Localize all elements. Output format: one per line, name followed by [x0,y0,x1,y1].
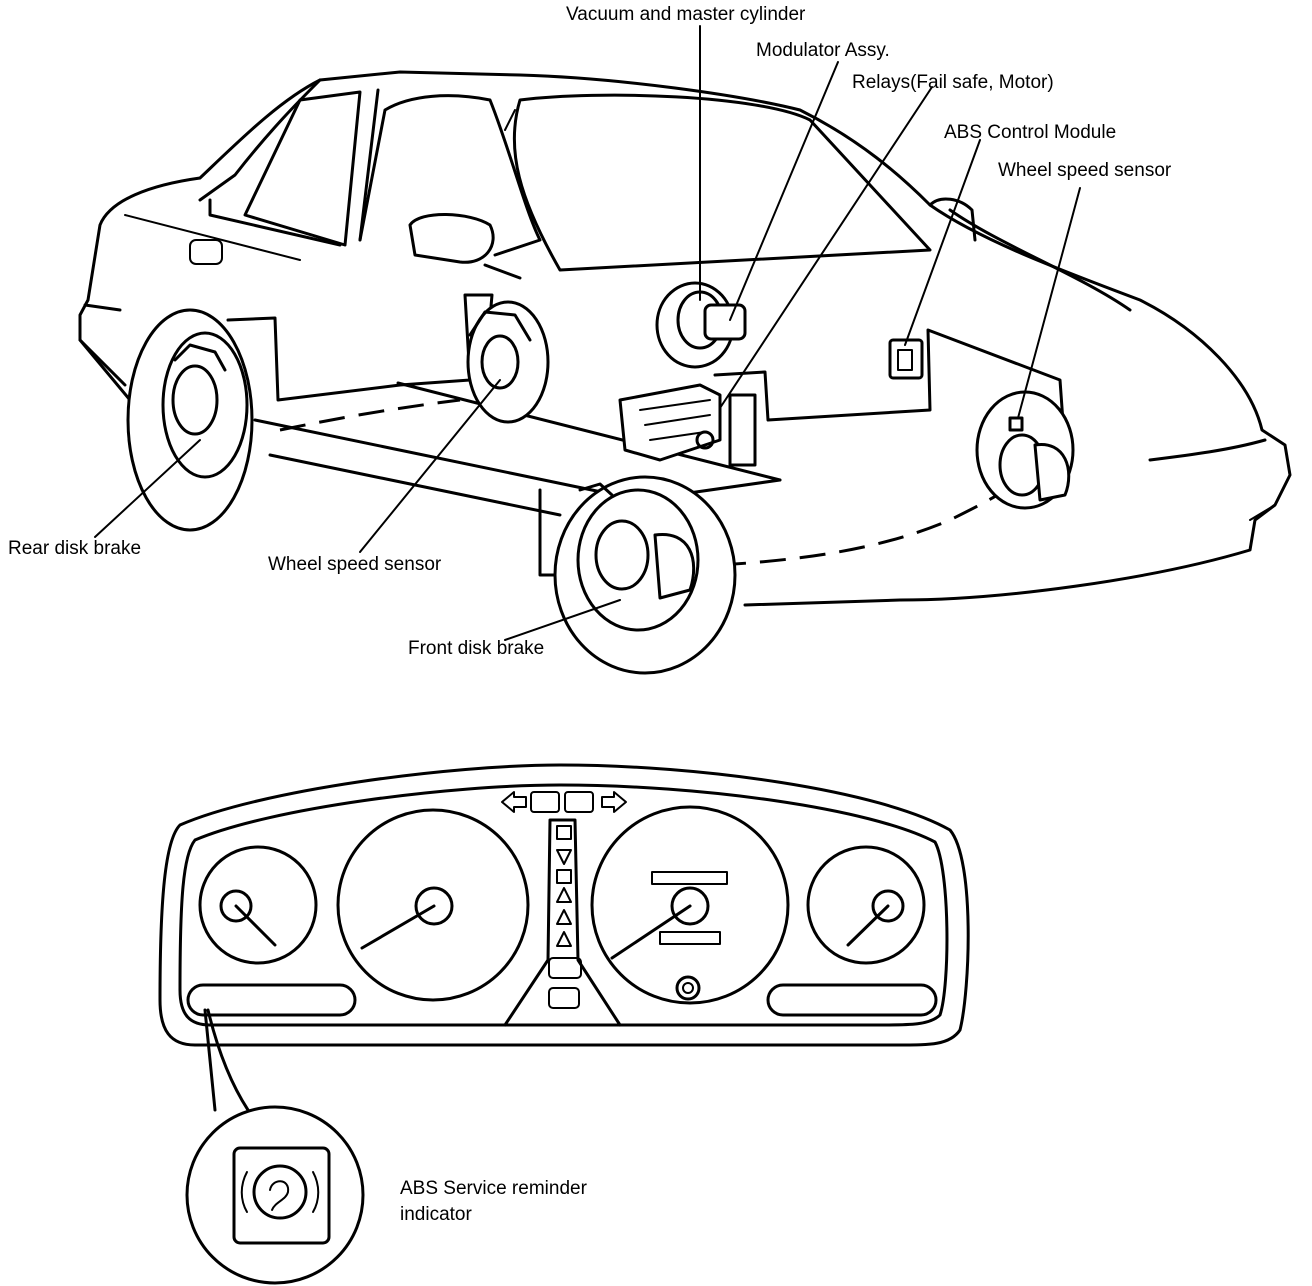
gauge-speedometer [336,808,530,1002]
label-vacuum-master: Vacuum and master cylinder [566,4,806,25]
cluster-outer [158,763,970,1047]
label-front-disk: Front disk brake [408,638,544,659]
gauge-right-small [806,845,926,965]
gauge-tachometer [590,805,790,1005]
label-wheel-sensor-rear: Wheel speed sensor [268,554,442,575]
leader-lines [94,25,1081,641]
car-illustration [78,70,1292,675]
warning-bar-left [186,983,357,1017]
indicator-callout [185,1008,365,1285]
front-tire [553,475,737,675]
gauge-left-small [198,845,318,965]
label-abs-indicator-line1: ABS Service reminder [400,1178,588,1199]
label-wheel-sensor-front: Wheel speed sensor [998,160,1172,181]
label-modulator: Modulator Assy. [756,40,890,61]
label-abs-control: ABS Control Module [944,122,1116,143]
abs-control-module-box [888,338,924,380]
abs-indicator-icon [252,1164,308,1220]
modulator-block [618,383,722,462]
magnifier-circle [185,1105,365,1285]
warning-bar-right [766,983,938,1017]
instrument-cluster [158,763,970,1047]
label-relays: Relays(Fail safe, Motor) [852,72,1054,93]
label-rear-disk: Rear disk brake [8,538,141,559]
label-abs-indicator-line2: indicator [400,1204,472,1225]
